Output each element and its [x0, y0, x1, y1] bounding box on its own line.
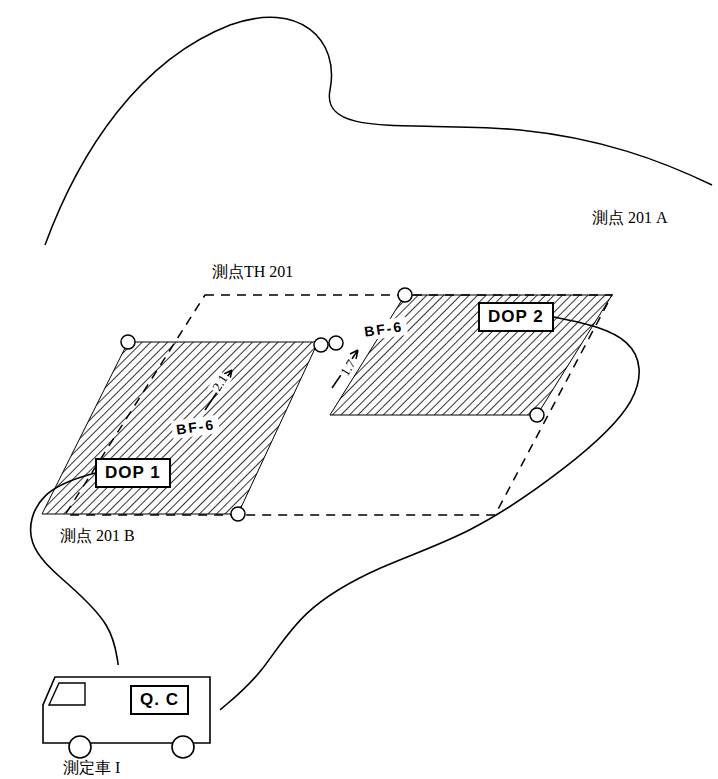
- truck-drawing: [35, 665, 220, 760]
- hatched-block: [42, 342, 318, 514]
- direction-arrows: [205, 350, 358, 410]
- box-label: DOP 2: [488, 307, 544, 327]
- signal-cable: [31, 473, 119, 665]
- signal-cable: [220, 317, 639, 710]
- hatched-block: [330, 295, 612, 415]
- vehicle-name: 測定車 I: [63, 758, 120, 779]
- station-name: 測点 201 A: [592, 208, 668, 229]
- station-name: 測点 201 B: [60, 526, 135, 547]
- box-label: Q. C: [140, 690, 179, 710]
- measuring-truck: 測定車 I Q. C: [35, 665, 220, 777]
- equipment-box: Q. C: [130, 685, 189, 715]
- equipment-box: DOP 2: [478, 302, 554, 332]
- hill-outline: [45, 17, 712, 245]
- station-name: 測点TH 201: [212, 262, 293, 283]
- box-label: DOP 1: [105, 463, 161, 483]
- equipment-box: DOP 1: [95, 458, 171, 488]
